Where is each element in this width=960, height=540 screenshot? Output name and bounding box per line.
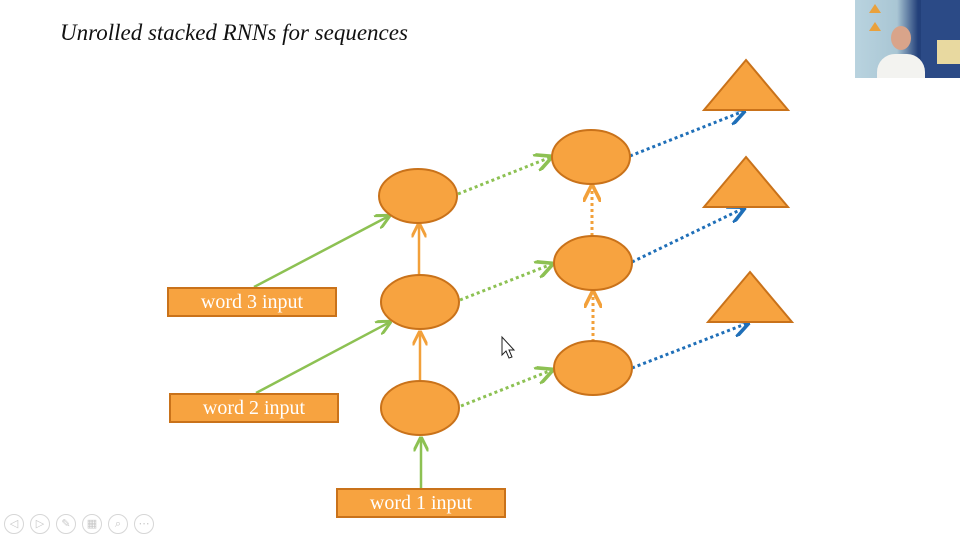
presenter-webcam (855, 0, 960, 78)
input-box-word1: word 1 input (336, 488, 506, 518)
recurrent-arrow-l3 (457, 157, 551, 196)
webcam-triangle-icon (869, 22, 881, 31)
slide-title: Unrolled stacked RNNs for sequences (60, 20, 408, 45)
hidden-node-t1-layer3 (378, 168, 458, 224)
output-triangle-layer1 (705, 270, 795, 323)
hidden-node-t2-layer2 (553, 235, 633, 291)
hidden-node-t2-layer1 (553, 340, 633, 396)
more-options-icon[interactable]: ⋯ (134, 514, 154, 534)
presenter-head (891, 26, 911, 50)
recurrent-arrow-l1 (460, 370, 552, 408)
recurrent-arrow-l2 (459, 264, 552, 302)
hidden-node-t1-layer1 (380, 380, 460, 436)
slides-grid-icon[interactable]: ▦ (82, 514, 102, 534)
next-icon[interactable]: ▷ (30, 514, 50, 534)
zoom-icon[interactable]: ⌕ (108, 514, 128, 534)
input-box-word2: word 2 input (169, 393, 339, 423)
previous-icon[interactable]: ◁ (4, 514, 24, 534)
output-triangle-layer3 (701, 58, 791, 111)
webcam-triangle-icon (869, 4, 881, 13)
output-arrow-l1 (631, 323, 748, 370)
input-box-word3: word 3 input (167, 287, 337, 317)
input-arrow-word2 (255, 322, 390, 395)
hidden-node-t2-layer3 (551, 129, 631, 185)
hidden-node-t1-layer2 (380, 274, 460, 330)
presenter-body (877, 54, 925, 78)
input-arrow-word3 (253, 216, 389, 289)
slideshow-toolbar: ◁ ▷ ✎ ▦ ⌕ ⋯ (4, 514, 154, 534)
pen-icon[interactable]: ✎ (56, 514, 76, 534)
webcam-background-panel (921, 0, 960, 78)
webcam-sign (937, 40, 960, 64)
output-triangle-layer2 (701, 155, 791, 208)
mouse-cursor-icon (501, 335, 516, 359)
output-arrow-l2 (631, 208, 744, 264)
output-arrow-l3 (629, 111, 744, 158)
